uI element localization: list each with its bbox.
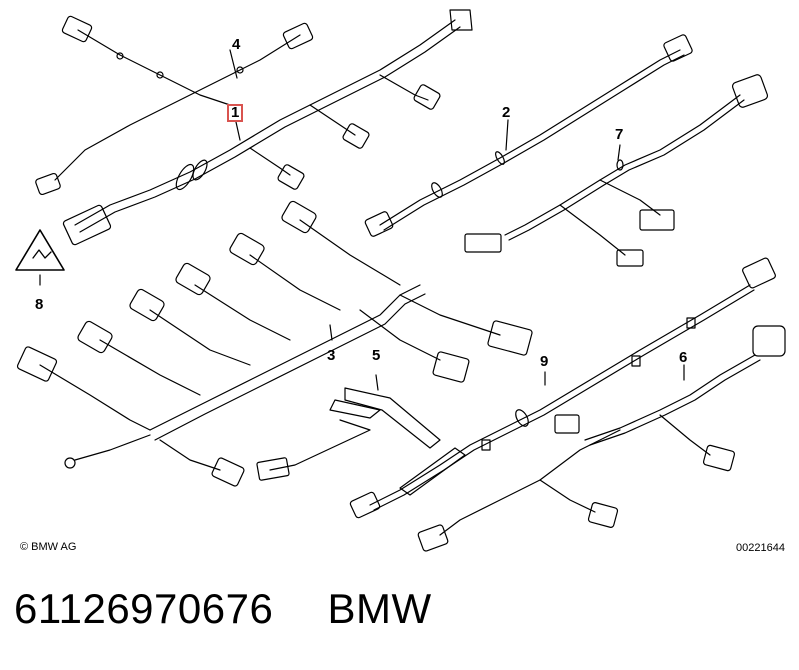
callout-6[interactable]: 6 xyxy=(679,349,688,366)
harness-3 xyxy=(16,200,533,487)
harness-6 xyxy=(417,325,786,552)
callout-8[interactable]: 8 xyxy=(35,296,44,313)
harness-1 xyxy=(62,9,473,246)
part-number: 61126970676 xyxy=(14,585,274,632)
callout-5[interactable]: 5 xyxy=(372,347,381,364)
part-footer: 61126970676 BMW xyxy=(14,585,432,633)
ribbon-cable-5 xyxy=(256,374,441,481)
wiring-harness-diagram xyxy=(15,9,786,552)
brand-name: BMW xyxy=(327,585,432,632)
warning-triangle-symbol xyxy=(15,229,65,286)
callout-4[interactable]: 4 xyxy=(232,36,241,53)
harness-2 xyxy=(364,34,693,237)
callout-9[interactable]: 9 xyxy=(540,353,549,370)
callout-3[interactable]: 3 xyxy=(327,347,336,364)
callout-7[interactable]: 7 xyxy=(615,126,624,143)
copyright-text: © BMW AG xyxy=(20,541,77,553)
drawing-id: 00221644 xyxy=(736,542,785,554)
harness-9 xyxy=(349,257,776,519)
callout-2[interactable]: 2 xyxy=(502,104,511,121)
callout-1-highlighted[interactable]: 1 xyxy=(227,104,244,122)
harness-4 xyxy=(35,15,314,196)
harness-7 xyxy=(464,74,769,267)
